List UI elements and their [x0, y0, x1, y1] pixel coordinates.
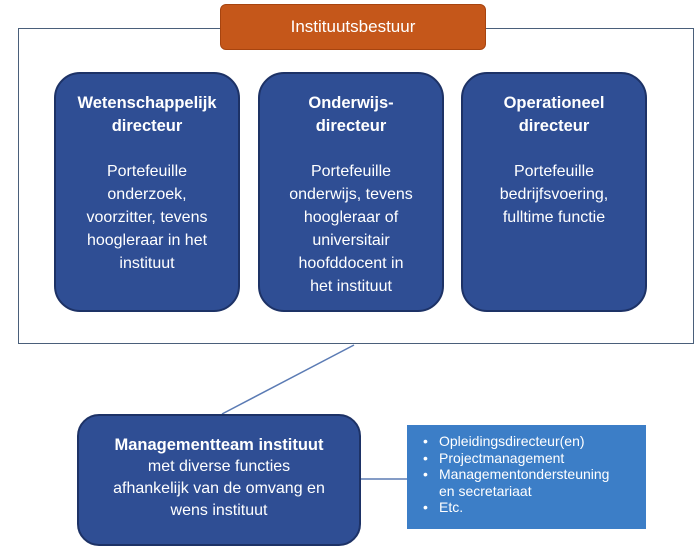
list-item: •Etc.	[423, 499, 464, 515]
education-director-box: Onderwijs- directeur Portefeuille onderw…	[258, 72, 444, 312]
management-team-description: met diverse functies afhankelijk van de …	[113, 458, 325, 519]
scientific-director-description: Portefeuille onderzoek, voorzitter, teve…	[86, 163, 208, 272]
operational-director-description: Portefeuille bedrijfsvoering, fulltime f…	[499, 163, 609, 226]
bullet-icon: •	[423, 433, 428, 449]
bullet-icon: •	[423, 449, 428, 466]
management-team-box: Managementteam instituut met diverse fun…	[77, 414, 361, 546]
education-director-description: Portefeuille onderwijs, tevens hoogleraa…	[289, 163, 413, 295]
board-to-team-connector	[221, 344, 355, 415]
scientific-director-box: Wetenschappelijk directeur Portefeuille …	[54, 72, 240, 312]
list-item: •Managementondersteuning en secretariaat	[423, 466, 610, 499]
list-item: •Opleidingsdirecteur(en)	[423, 433, 585, 449]
institute-board-label: Instituutsbestuur	[290, 17, 416, 36]
management-team-title: Managementteam instituut	[114, 436, 324, 454]
bullet-icon: •	[423, 499, 428, 515]
education-director-title: Onderwijs- directeur	[308, 94, 394, 135]
list-item: •Projectmanagement	[423, 449, 565, 466]
operational-director-title: Operationeel directeur	[503, 94, 605, 135]
bullet-icon: •	[423, 466, 428, 482]
functions-list: •Opleidingsdirecteur(en) •Projectmanagem…	[417, 433, 642, 516]
operational-director-box: Operationeel directeur Portefeuille bedr…	[461, 72, 647, 312]
scientific-director-title: Wetenschappelijk directeur	[77, 94, 217, 135]
functions-list-box: •Opleidingsdirecteur(en) •Projectmanagem…	[407, 425, 646, 529]
institute-board-header: Instituutsbestuur	[220, 4, 486, 50]
